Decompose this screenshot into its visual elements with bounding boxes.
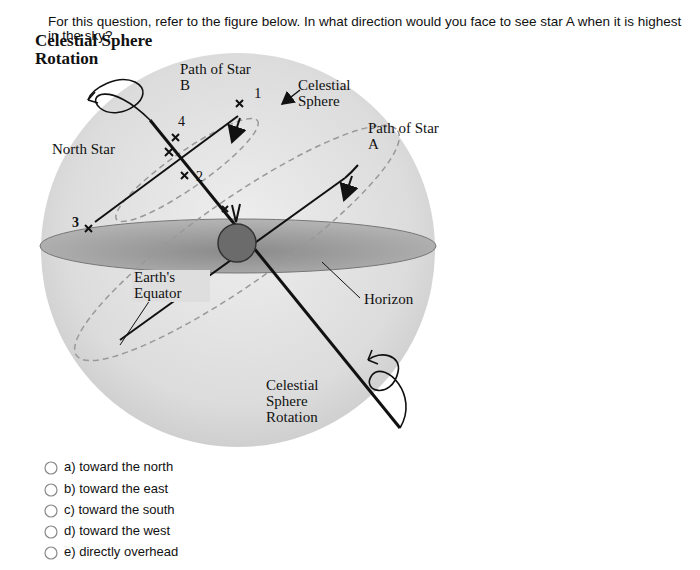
answer-option: e) directly overhead	[64, 545, 178, 559]
sphere-label: Celestial Sphere	[298, 78, 378, 110]
star-label: North Star	[52, 142, 115, 158]
answer-option: a) toward the north	[64, 460, 173, 474]
answer-option: b) toward the east	[64, 482, 168, 496]
answer-option: d) toward the west	[64, 524, 170, 538]
callout-number: 4	[178, 115, 185, 130]
callout-number: 1	[254, 86, 262, 102]
callout-number: 3	[72, 216, 79, 231]
equator-label: Earth's Equator	[132, 270, 210, 302]
answer-option: c) toward the south	[64, 503, 175, 517]
path-label: Path of Star B	[180, 62, 252, 94]
rotation-label: Celestial Sphere Rotation	[266, 378, 338, 425]
rotation-label: Celestial Sphere Rotation	[35, 32, 175, 68]
callout-number: 2	[196, 170, 203, 185]
horizon-label: Horizon	[364, 292, 413, 308]
path-label: Path of Star A	[368, 121, 440, 153]
